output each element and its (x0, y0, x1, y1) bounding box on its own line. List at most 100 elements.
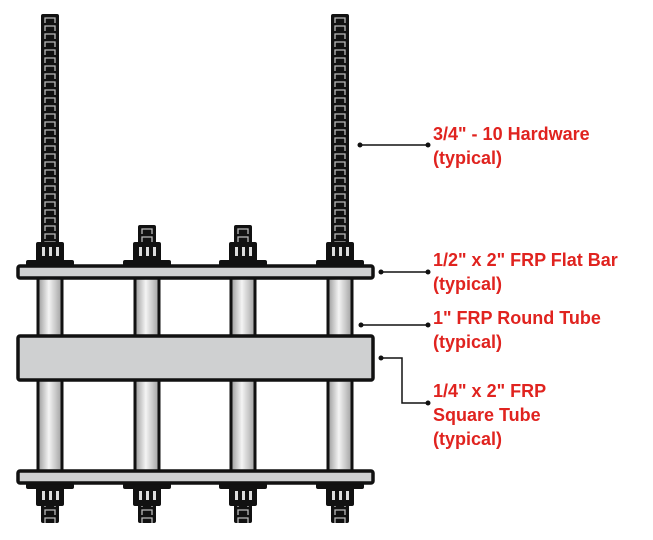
thread (334, 97, 346, 103)
nut-facet (249, 247, 252, 256)
thread (334, 509, 346, 515)
round-tube (229, 275, 257, 339)
thread (44, 81, 56, 87)
thread (141, 517, 153, 523)
thread (334, 49, 346, 55)
leader-round-tube (358, 322, 431, 328)
round-tube (326, 275, 354, 339)
thread (44, 33, 56, 39)
leader-flat-bar (378, 269, 431, 275)
nut-facet (146, 491, 149, 500)
thread (44, 121, 56, 127)
top-flat-bar (16, 264, 375, 280)
thread (44, 217, 56, 223)
thread (141, 228, 153, 234)
round-tube (36, 275, 64, 339)
thread (334, 33, 346, 39)
thread (334, 153, 346, 159)
thread (44, 17, 56, 23)
threaded-rod (331, 14, 349, 248)
thread (44, 209, 56, 215)
label-hardware: 3/4" - 10 Hardware (433, 124, 590, 144)
label-hardware-typical: (typical) (433, 148, 502, 168)
thread (44, 113, 56, 119)
thread (44, 517, 56, 523)
thread (44, 97, 56, 103)
label-square-tube-name: Square Tube (433, 405, 541, 425)
label-round-tube-typical: (typical) (433, 332, 502, 352)
thread (44, 185, 56, 191)
thread (334, 89, 346, 95)
nut-facet (42, 247, 45, 256)
thread (334, 65, 346, 71)
nut-facet (242, 247, 245, 256)
nut-facet (139, 491, 142, 500)
thread (44, 89, 56, 95)
nut-facet (153, 491, 156, 500)
thread (334, 209, 346, 215)
thread (44, 161, 56, 167)
thread (334, 121, 346, 127)
nut-facet (346, 247, 349, 256)
round-tube (36, 376, 64, 475)
thread (237, 228, 249, 234)
thread (334, 41, 346, 47)
thread (141, 236, 153, 242)
thread (44, 233, 56, 239)
thread (334, 193, 346, 199)
label-square-tube: 1/4" x 2" FRP (433, 381, 546, 401)
thread (237, 517, 249, 523)
bottom-flat-bar (16, 469, 375, 485)
assembly (16, 14, 375, 523)
nut-facet (332, 247, 335, 256)
nut-facet (346, 491, 349, 500)
thread (334, 73, 346, 79)
nut-facet (139, 247, 142, 256)
leader-square-tube (378, 355, 431, 406)
leader-hardware (357, 142, 431, 148)
label-flat-bar: 1/2" x 2" FRP Flat Bar (433, 250, 618, 270)
nut-facet (235, 247, 238, 256)
nut-facet (242, 491, 245, 500)
thread (44, 201, 56, 207)
thread (334, 17, 346, 23)
nut-facet (339, 491, 342, 500)
thread (44, 41, 56, 47)
nut-facet (49, 247, 52, 256)
thread (334, 113, 346, 119)
thread (334, 201, 346, 207)
nut-facet (235, 491, 238, 500)
nut-facet (56, 247, 59, 256)
thread (334, 105, 346, 111)
nut-facet (49, 491, 52, 500)
nut-facet (42, 491, 45, 500)
thread (44, 105, 56, 111)
thread (44, 169, 56, 175)
thread (334, 145, 346, 151)
thread (44, 73, 56, 79)
nut-facet (146, 247, 149, 256)
round-tube (326, 376, 354, 475)
nut-facet (332, 491, 335, 500)
thread (141, 509, 153, 515)
thread (44, 49, 56, 55)
nut-facet (249, 491, 252, 500)
round-tube (133, 275, 161, 339)
thread (44, 509, 56, 515)
thread (334, 137, 346, 143)
thread (334, 169, 346, 175)
thread (44, 25, 56, 31)
round-tube (133, 376, 161, 475)
thread (334, 177, 346, 183)
square-tube (16, 334, 375, 382)
label-round-tube: 1" FRP Round Tube (433, 308, 601, 328)
nut-facet (153, 247, 156, 256)
thread (237, 236, 249, 242)
thread (334, 185, 346, 191)
thread (44, 193, 56, 199)
label-flat-bar-typical: (typical) (433, 274, 502, 294)
thread (334, 81, 346, 87)
thread (334, 25, 346, 31)
thread (44, 153, 56, 159)
thread (334, 225, 346, 231)
